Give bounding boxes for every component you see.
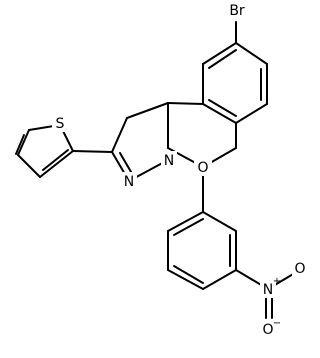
- pyrazoline-nitrogen-label: N: [124, 174, 134, 190]
- nitro-oxygen-bottom-charge: −: [273, 318, 281, 329]
- bond: [42, 149, 69, 171]
- bond: [173, 218, 204, 236]
- bond: [167, 102, 204, 105]
- bond: [202, 42, 237, 65]
- bond: [202, 211, 237, 232]
- nitro-oxygen-bottom-label: O: [262, 322, 273, 338]
- atom-labels: Br S O N N N + O O −: [52, 1, 308, 338]
- bond-lines: [15, 21, 301, 319]
- nitro-nitrogen-charge: +: [273, 276, 281, 287]
- nitro-nitrogen-label: N: [263, 282, 273, 298]
- ring-nitrogen-label: N: [164, 153, 174, 169]
- sulfur-label: S: [56, 116, 65, 132]
- bond: [235, 103, 268, 124]
- bond: [111, 117, 128, 153]
- bond: [202, 103, 237, 124]
- bond: [15, 134, 25, 155]
- nitro-oxygen-top-label: O: [294, 261, 305, 277]
- bond: [202, 269, 237, 290]
- bond: [235, 42, 268, 65]
- bond: [173, 265, 204, 284]
- bond: [17, 154, 41, 178]
- ring-oxygen-label: O: [197, 160, 208, 176]
- bond: [208, 49, 237, 69]
- bond: [39, 150, 74, 178]
- bond: [167, 211, 204, 232]
- bromine-label: Br: [229, 3, 245, 19]
- bond: [17, 129, 30, 156]
- bond: [126, 102, 169, 119]
- bond: [72, 150, 113, 153]
- bond: [167, 269, 204, 290]
- bond: [208, 99, 237, 117]
